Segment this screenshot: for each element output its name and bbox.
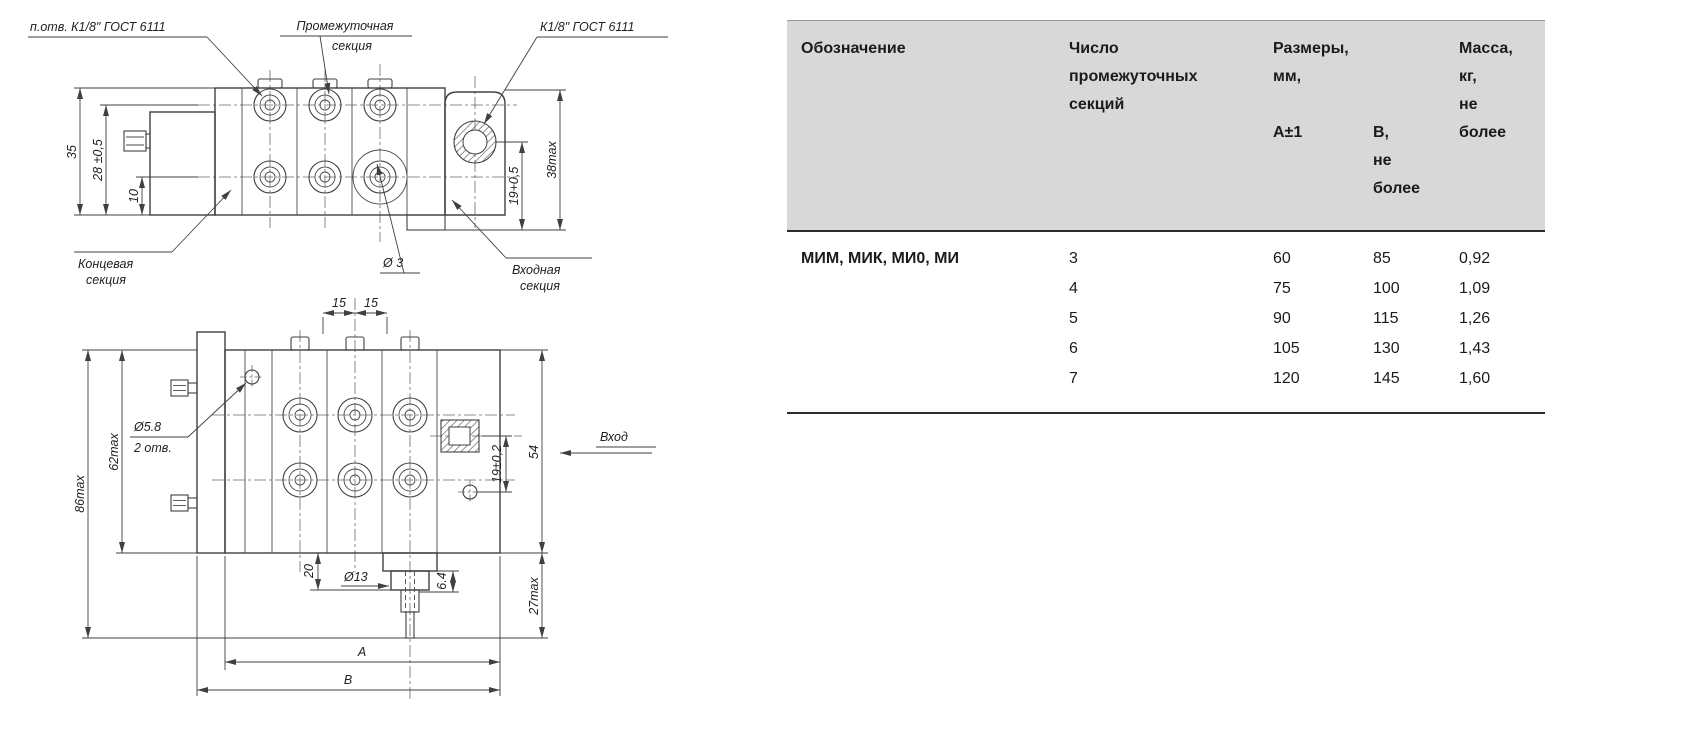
table-body: МИМ, МИК, МИ0, МИ 3 60 85 0,92 4 75 100 … (787, 232, 1545, 414)
front-view-dims: 15 15 86max 62max Ø5.8 2 отв. (73, 296, 656, 696)
front-view-centerlines (212, 298, 522, 700)
col-header-dim-a: А±1 (1273, 124, 1303, 141)
col-header-dim-b: В, не более (1373, 124, 1421, 197)
label-dia58: Ø5.8 (133, 420, 161, 434)
col-header-sections-count: Число промежуточных секций (1069, 40, 1198, 113)
front-view-inlet (440, 419, 480, 453)
cell-dim-a-4: 120 (1273, 370, 1300, 387)
col-header-mass: Масса, кг, не более (1459, 40, 1513, 141)
mounting-hole-2 (462, 484, 478, 500)
label-2-holes: 2 отв. (133, 441, 172, 455)
top-view-callouts: п.отв. К1/8" ГОСТ 6111 Промежуточная сек… (28, 19, 668, 293)
top-view-body (214, 78, 446, 216)
dim-35: 35 (65, 145, 79, 159)
col-header-dimensions: Размеры, мм, (1273, 40, 1349, 85)
dim-10: 10 (127, 189, 141, 203)
outlet-nipple (382, 552, 438, 639)
cell-sections-3: 6 (1069, 340, 1078, 357)
designation-value: МИМ, МИК, МИ0, МИ (801, 250, 959, 267)
dim-B: В (344, 673, 352, 687)
dim-19-02: 19±0,2 (490, 445, 504, 483)
top-view-dims-right: 38max 19+0,5 (445, 89, 566, 231)
cell-dim-b-1: 100 (1373, 280, 1400, 297)
top-view-centerlines (198, 64, 517, 242)
mounting-flange (170, 331, 226, 554)
top-view-ports (253, 88, 408, 205)
table-header: Обозначение Число промежуточных секций Р… (787, 20, 1545, 232)
cell-sections-0: 3 (1069, 250, 1078, 267)
label-inlet-arrow: Вход (600, 430, 628, 444)
cell-mass-0: 0,92 (1459, 250, 1491, 267)
label-end-section-2: секция (86, 273, 126, 287)
label-ports-thread: п.отв. К1/8" ГОСТ 6111 (30, 20, 166, 34)
label-intermediate-section-1: Промежуточная (297, 19, 394, 33)
cell-dim-b-4: 145 (1373, 370, 1400, 387)
technical-drawing: 35 28 ±0,5 10 38max 19+0,5 п.отв. К (28, 19, 668, 700)
dim-A: А (357, 645, 366, 659)
dim-38max: 38max (545, 140, 559, 178)
top-view: 35 28 ±0,5 10 38max 19+0,5 п.отв. К (28, 19, 668, 293)
dim-27max: 27max (527, 576, 541, 615)
dim-15-a: 15 (332, 296, 346, 310)
cell-sections-2: 5 (1069, 310, 1078, 327)
cell-sections-1: 4 (1069, 280, 1078, 297)
dim-86max: 86max (73, 474, 87, 512)
label-dia13: Ø13 (343, 570, 368, 584)
dim-19-05: 19+0,5 (507, 167, 521, 206)
dimensions-table: Обозначение Число промежуточных секций Р… (787, 20, 1545, 414)
label-end-section-1: Концевая (78, 257, 133, 271)
cell-mass-4: 1,60 (1459, 370, 1491, 387)
dim-54: 54 (527, 445, 541, 459)
cell-dim-a-1: 75 (1273, 280, 1291, 297)
cell-mass-1: 1,09 (1459, 280, 1491, 297)
label-input-section-1: Входная (512, 263, 561, 277)
label-dia3: Ø 3 (382, 256, 403, 270)
cell-dim-b-0: 85 (1373, 250, 1391, 267)
cell-dim-a-2: 90 (1273, 310, 1291, 327)
dim-28: 28 ±0,5 (91, 139, 105, 182)
col-header-designation: Обозначение (801, 40, 906, 57)
cell-dim-b-2: 115 (1373, 310, 1399, 327)
label-intermediate-section-2: секция (332, 39, 372, 53)
label-inlet-thread: К1/8" ГОСТ 6111 (540, 20, 634, 34)
cell-dim-a-0: 60 (1273, 250, 1291, 267)
end-section (123, 111, 216, 216)
cell-dim-b-3: 130 (1373, 340, 1400, 357)
cell-mass-2: 1,26 (1459, 310, 1491, 327)
input-section (406, 91, 506, 231)
mounting-hole-1 (244, 369, 260, 385)
dim-62max: 62max (107, 432, 121, 470)
dia3-detail-circle (352, 149, 408, 205)
front-view-ports (244, 369, 478, 500)
top-view-dims-left: 35 28 ±0,5 10 (65, 87, 215, 216)
label-input-section-2: секция (520, 279, 560, 293)
dim-15-b: 15 (364, 296, 378, 310)
cell-dim-a-3: 105 (1273, 340, 1300, 357)
dim-20: 20 (302, 564, 316, 579)
cell-mass-3: 1,43 (1459, 340, 1491, 357)
dim-dia64: 6.4 (435, 572, 449, 589)
cell-sections-4: 7 (1069, 370, 1078, 387)
front-view: 15 15 86max 62max Ø5.8 2 отв. (73, 296, 656, 700)
